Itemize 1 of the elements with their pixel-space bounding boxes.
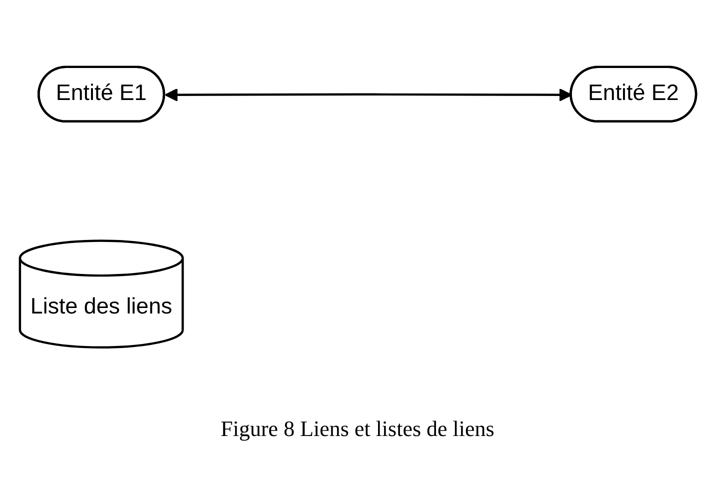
figure-caption: Figure 8 Liens et listes de liens (220, 416, 494, 442)
